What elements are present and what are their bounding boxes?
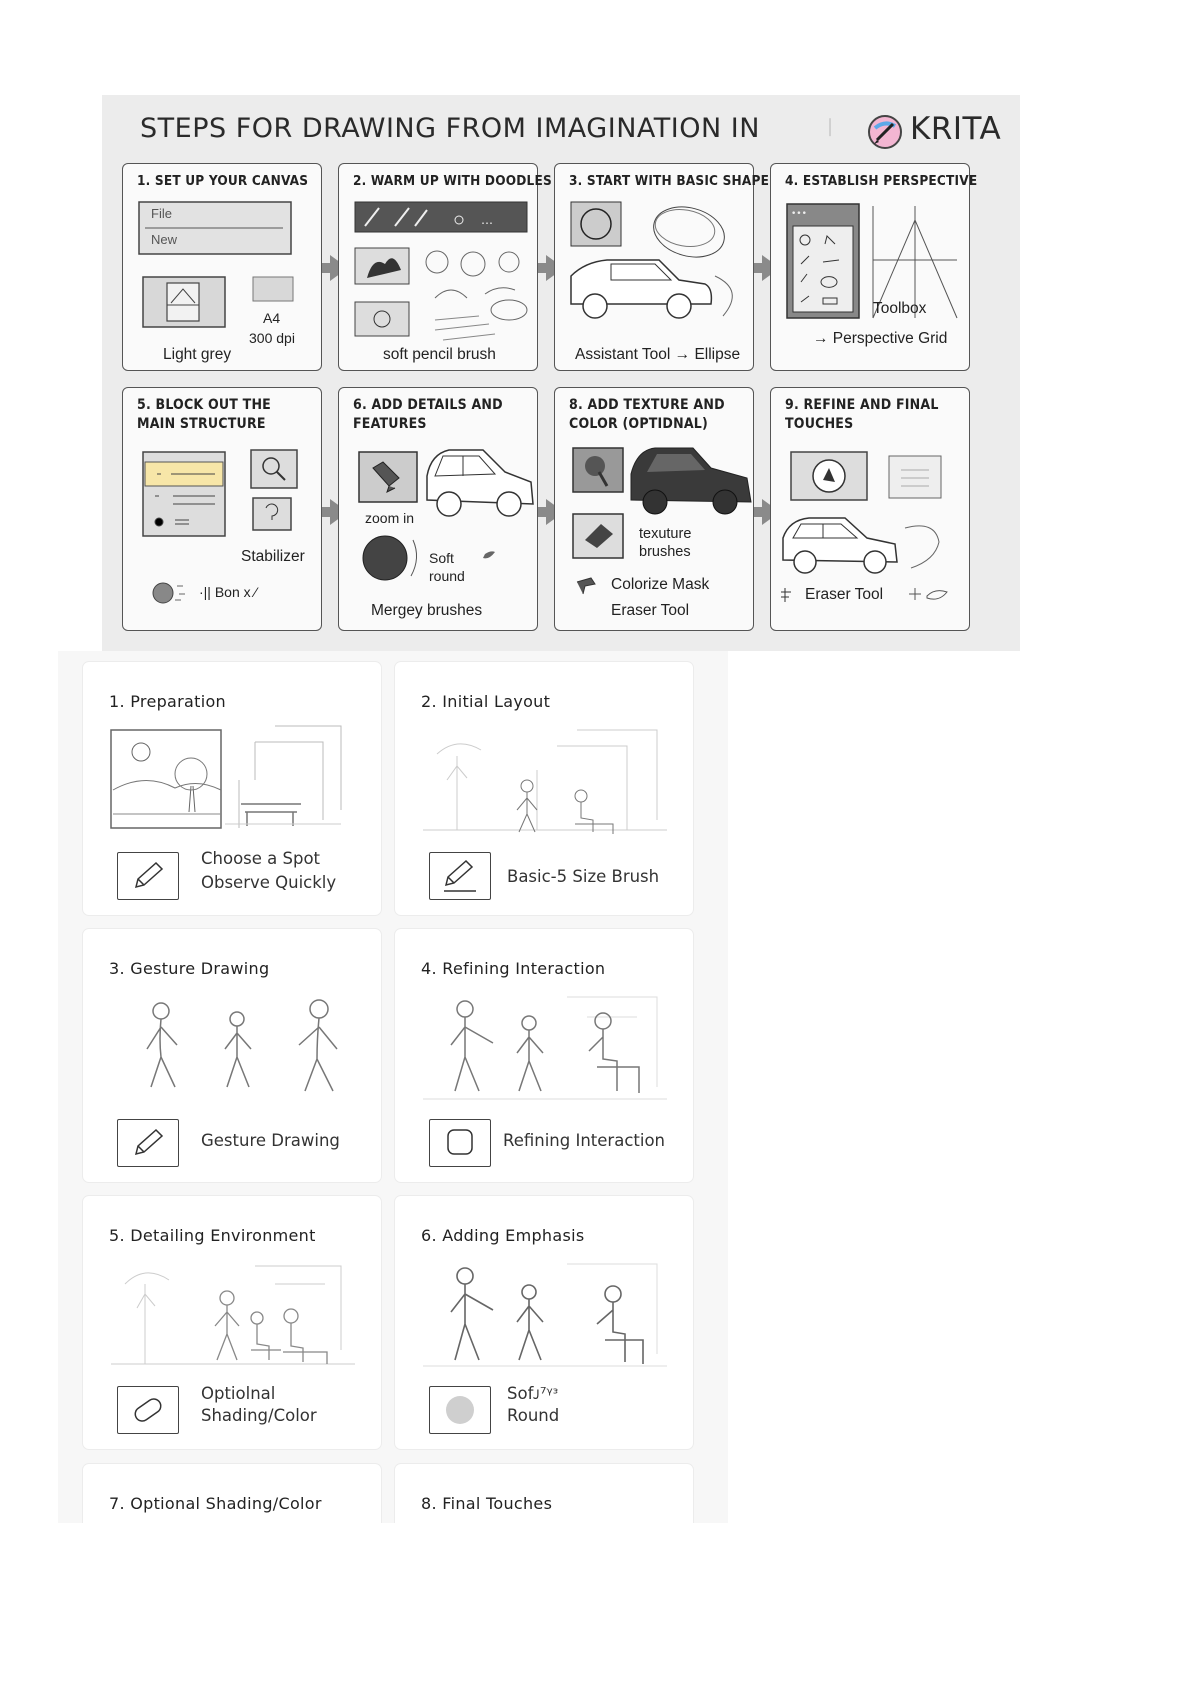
card-title: 8. Final Touches	[421, 1494, 553, 1513]
eraser-icon	[134, 1398, 162, 1422]
svg-text:…: …	[481, 213, 493, 227]
assistant-tool-label: Assistant Tool → Ellipse	[575, 346, 741, 363]
pencil-icon	[134, 861, 164, 889]
step-card-3: 3. Gesture Drawing Gesture Drawing	[82, 928, 382, 1183]
step-title: 3. START WITH BASIC SHAPES	[569, 173, 779, 189]
step-card-8: 8. Final Touches	[394, 1463, 694, 1523]
step-panel-3: 3. START WITH BASIC SHAPES Assistant Too…	[554, 163, 779, 371]
block-tools-label: ·|| Bon x ⁄	[199, 584, 257, 600]
card-label-line1: Basic-5 Size Brush	[507, 867, 660, 886]
new-canvas-dialog-icon	[138, 201, 294, 328]
card-title: 4. Refining Interaction	[421, 959, 606, 978]
tool-box[interactable]	[429, 1119, 491, 1167]
environment-sketch-icon	[111, 1265, 355, 1365]
canvas-bg-label: Light grey	[163, 346, 232, 363]
step-card-2: 2. Initial Layout Basic-5 Size Brush	[394, 661, 694, 916]
pencil-icon	[134, 1128, 164, 1156]
card-label-line2: Round	[507, 1406, 560, 1425]
landscape-sketch-icon	[110, 725, 342, 829]
svg-text:•••: •••	[791, 209, 807, 219]
step-title: 2. WARM UP WITH DOODLES	[353, 173, 552, 189]
card-title: 7. Optional Shading/Color	[109, 1494, 322, 1513]
texture-label-line1: texuture	[639, 526, 692, 542]
card-label-line1: Sofᴊ⁷ᵞᵌ	[507, 1384, 559, 1403]
step-title: 1. SET UP YOUR CANVAS	[137, 173, 309, 189]
step-panel-5: 5. BLOCK OUT THE MAIN STRUCTURE Stabiliz…	[122, 387, 322, 631]
step-card-6: 6. Adding Emphasis Sofᴊ⁷ᵞᵌ Round	[394, 1195, 694, 1450]
perspective-grid-label: → Perspective Grid	[813, 330, 948, 347]
block-out-icon	[142, 449, 298, 604]
tool-box[interactable]	[117, 1386, 179, 1434]
tool-box[interactable]	[117, 1119, 179, 1167]
card-title: 1. Preparation	[109, 692, 226, 711]
soft-round-brush-icon	[446, 1396, 474, 1424]
step-panel-1: 1. SET UP YOUR CANVAS File New A4 300 dp…	[122, 163, 322, 371]
step-card-7: 7. Optional Shading/Color	[82, 1463, 382, 1523]
brushes-label: Mergey brushes	[371, 602, 483, 619]
interaction-figures-icon	[423, 996, 667, 1100]
brand-name: KRITA	[910, 111, 1002, 147]
texture-car-icon	[572, 447, 752, 595]
step-card-5: 5. Detailing Environment Optiolnal Shadi…	[82, 1195, 382, 1450]
card-title: 3. Gesture Drawing	[109, 959, 270, 978]
doodle-brushes-icon: …	[354, 201, 528, 341]
colorize-mask-label: Colorize Mask	[611, 576, 710, 593]
stabilizer-label: Stabilizer	[241, 548, 305, 565]
menu-new[interactable]: New	[151, 232, 178, 247]
card-title: 6. Adding Emphasis	[421, 1226, 585, 1245]
canvas-size-label: A4	[263, 310, 281, 326]
card-label-line1: Gesture Drawing	[201, 1131, 340, 1150]
canvas-dpi-label: 300 dpi	[249, 330, 295, 346]
step-title: 6. ADD DETAILS AND FEATURES	[353, 397, 503, 432]
step-panel-9: 9. REFINE AND FINAL TOUCHES Eraser Tool	[770, 387, 970, 631]
step-title: 5. BLOCK OUT THE MAIN STRUCTURE	[137, 397, 271, 432]
title-tick: ᛁ	[824, 115, 836, 139]
initial-layout-sketch-icon	[423, 729, 667, 834]
step-title: 8. ADD TEXTURE AND COLOR (OPTIDNAL)	[569, 397, 725, 432]
outdoor-sketch-steps: 1. Preparation Choose a Spot Observe Qui…	[58, 651, 728, 1523]
step-panel-6: 6. ADD DETAILS AND FEATURES zoom in Soft…	[338, 387, 538, 631]
rounded-square-icon	[447, 1129, 473, 1155]
final-eraser-label: Eraser Tool	[805, 586, 884, 603]
infographic-title: STEPS FOR DRAWING FROM IMAGINATION IN	[140, 113, 760, 144]
basic-shapes-car-icon	[570, 201, 733, 319]
zoom-in-label: zoom in	[365, 510, 415, 526]
step-title: 9. REFINE AND FINAL TOUCHES	[785, 397, 939, 432]
card-title: 2. Initial Layout	[421, 692, 551, 711]
tool-box[interactable]	[429, 852, 491, 900]
card-title: 5. Detailing Environment	[109, 1226, 316, 1245]
doodle-brush-label: soft pencil brush	[383, 346, 496, 363]
soft-label: Soft	[429, 550, 454, 566]
step-title: 4. ESTABLISH PERSPECTIVE	[785, 173, 978, 189]
gesture-figures-icon	[146, 999, 338, 1092]
texture-label-line2: brushes	[639, 544, 691, 560]
details-car-icon	[358, 449, 534, 581]
step-panel-2: 2. WARM UP WITH DOODLES … soft pencil br…	[338, 163, 552, 371]
emphasis-figures-icon	[423, 1263, 667, 1367]
refine-car-icon	[781, 451, 948, 602]
menu-file[interactable]: File	[151, 206, 172, 221]
eraser-tool-label: Eraser Tool	[611, 602, 690, 619]
tool-box[interactable]	[117, 852, 179, 900]
card-label-line1: Optiolnal	[201, 1384, 276, 1403]
step-panel-8: 8. ADD TEXTURE AND COLOR (OPTIDNAL) texu…	[554, 387, 754, 631]
toolbox-label: Toolbox	[873, 300, 927, 317]
step-card-1: 1. Preparation Choose a Spot Observe Qui…	[82, 661, 382, 916]
toolbox-perspective-icon: •••	[786, 203, 958, 319]
card-label-line2: Observe Quickly	[201, 873, 337, 892]
card-label-line1: Refining Interaction	[503, 1131, 666, 1150]
krita-logo-icon	[868, 115, 902, 149]
tool-box[interactable]	[429, 1386, 491, 1434]
krita-infographic: STEPS FOR DRAWING FROM IMAGINATION IN ᛁ …	[102, 95, 1020, 651]
card-label-line2: Shading/Color	[201, 1406, 317, 1425]
pencil-line-icon	[444, 859, 476, 892]
round-label: round	[429, 568, 465, 584]
card-label-line1: Choose a Spot	[201, 849, 321, 868]
step-card-4: 4. Refining Interaction Refining Interac…	[394, 928, 694, 1183]
step-panel-4: 4. ESTABLISH PERSPECTIVE ••• Toolbox → P…	[770, 163, 978, 371]
